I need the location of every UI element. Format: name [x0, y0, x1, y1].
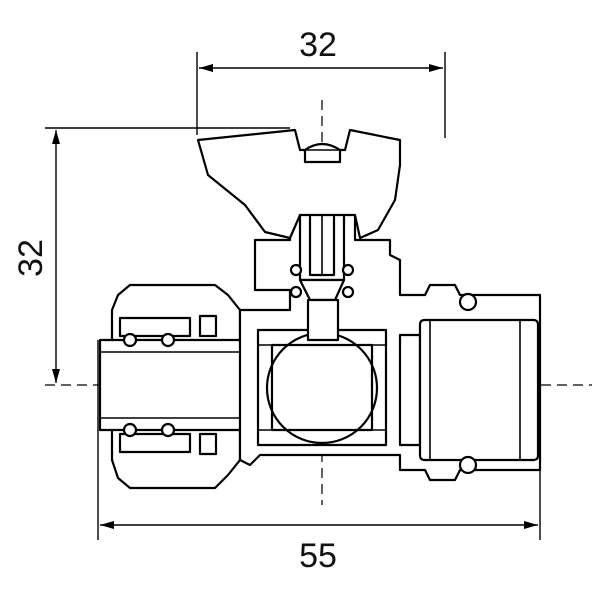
dimension-top-label: 32: [299, 26, 337, 64]
valve-body: [98, 128, 542, 490]
dimension-top: 32: [196, 26, 446, 138]
compression-ring-bottom: [118, 422, 218, 456]
ball: [256, 328, 388, 447]
dimension-left-label: 32: [12, 239, 50, 277]
compression-ring-top: [118, 314, 218, 348]
dimension-left: 32: [12, 127, 290, 383]
dimension-bottom-label: 55: [299, 537, 337, 575]
female-thread-end: [398, 292, 540, 475]
dimension-bottom: 55: [97, 340, 541, 575]
handle-screw: [303, 142, 342, 164]
